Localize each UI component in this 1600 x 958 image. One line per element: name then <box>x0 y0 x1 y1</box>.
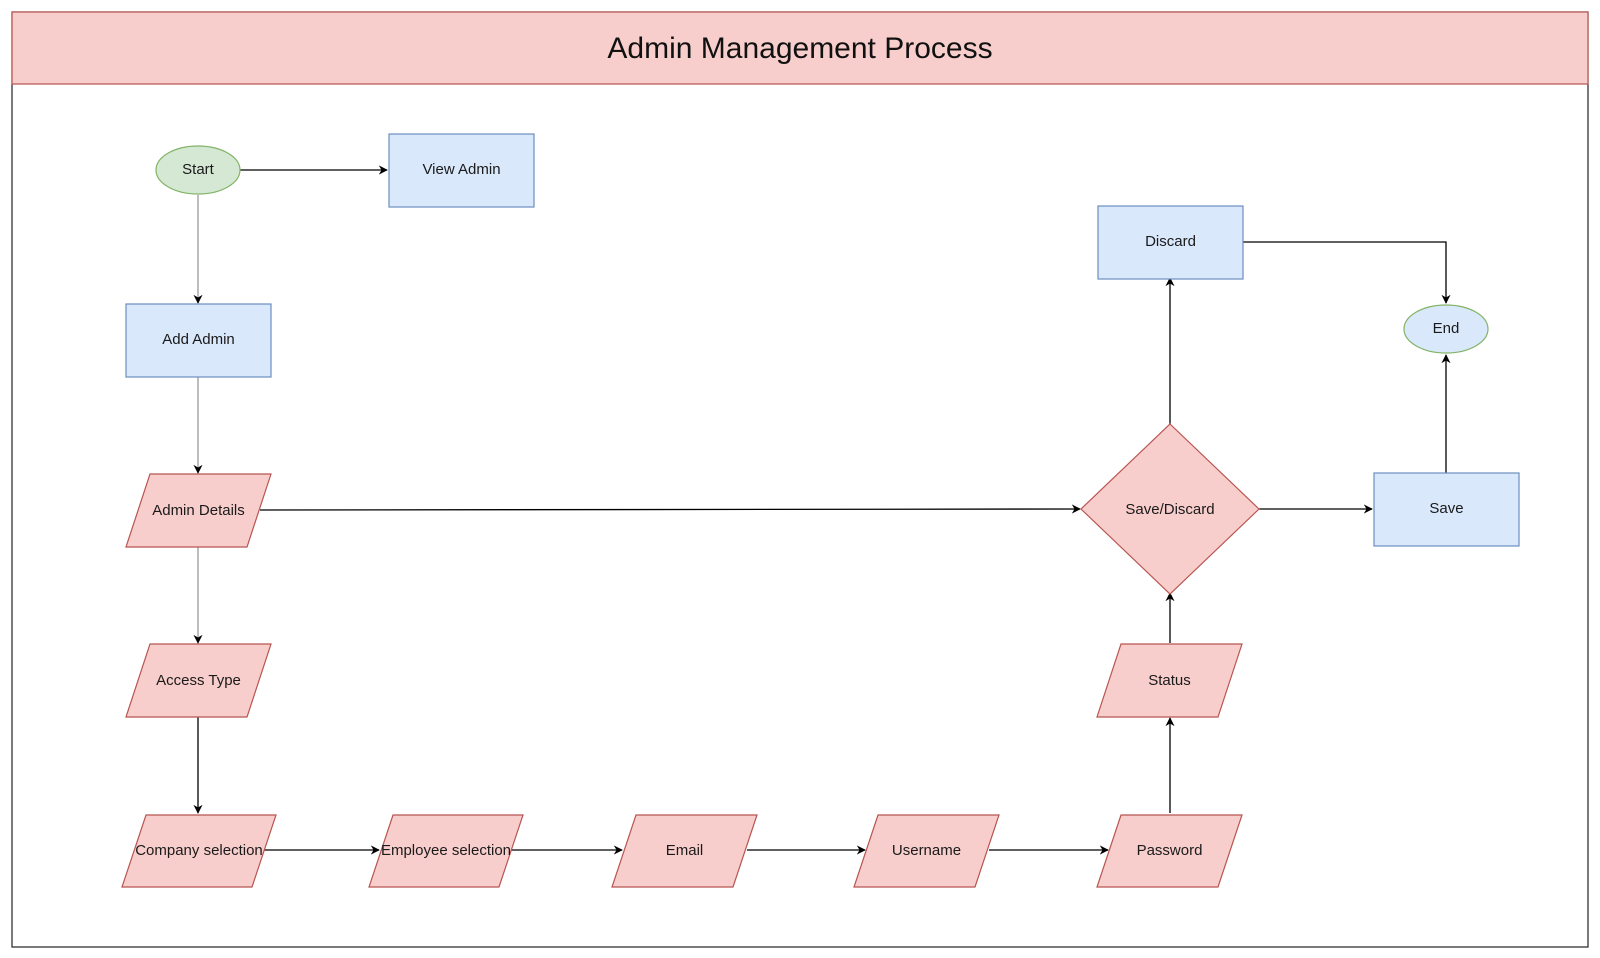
edges <box>193 165 1451 855</box>
node-start: Start <box>155 145 241 195</box>
decision-shape <box>1080 423 1260 595</box>
io-shape <box>368 814 524 888</box>
io-shape <box>125 473 272 548</box>
node-end: End <box>1403 304 1489 354</box>
node-status: Status <box>1096 643 1243 718</box>
node-label: Username <box>892 842 961 859</box>
node-label: Company selection <box>135 842 263 859</box>
node-email: Email <box>611 814 758 888</box>
terminal-shape <box>155 145 241 195</box>
io-shape <box>853 814 1000 888</box>
edge-admin-details-to-save-discard <box>259 504 1081 514</box>
diagram-title: Admin Management Process <box>607 32 992 65</box>
node-employee-selection: Employee selection <box>368 814 524 888</box>
process-shape <box>1373 472 1520 547</box>
title-band <box>11 11 1589 85</box>
node-label: Start <box>182 161 215 178</box>
io-shape <box>611 814 758 888</box>
node-admin-details: Admin Details <box>125 473 272 548</box>
process-shape <box>1097 205 1244 280</box>
node-password: Password <box>1096 814 1243 888</box>
diagram-frame <box>11 11 1589 948</box>
node-label: Email <box>666 842 704 859</box>
io-shape <box>1096 814 1243 888</box>
node-label: Status <box>1148 672 1191 689</box>
node-view-admin: View Admin <box>388 133 535 208</box>
node-label: Save <box>1429 500 1463 517</box>
node-label: Save/Discard <box>1125 501 1214 518</box>
process-shape <box>388 133 535 208</box>
node-add-admin: Add Admin <box>125 303 272 378</box>
node-label: View Admin <box>422 161 500 178</box>
edge-discard-to-end <box>1243 241 1451 304</box>
node-username: Username <box>853 814 1000 888</box>
node-label: Access Type <box>156 672 241 689</box>
process-shape <box>125 303 272 378</box>
node-label: Discard <box>1145 233 1196 250</box>
node-label: Add Admin <box>162 331 235 348</box>
node-label: Admin Details <box>152 502 245 519</box>
node-company-selection: Company selection <box>121 814 277 888</box>
io-shape <box>1096 643 1243 718</box>
node-save-discard: Save/Discard <box>1080 423 1260 595</box>
node-discard: Discard <box>1097 205 1244 280</box>
node-label: Employee selection <box>381 842 511 859</box>
node-label: End <box>1433 320 1460 337</box>
node-label: Password <box>1137 842 1203 859</box>
io-shape <box>121 814 277 888</box>
node-save: Save <box>1373 472 1520 547</box>
node-access-type: Access Type <box>125 643 272 718</box>
terminal-shape <box>1403 304 1489 354</box>
io-shape <box>125 643 272 718</box>
